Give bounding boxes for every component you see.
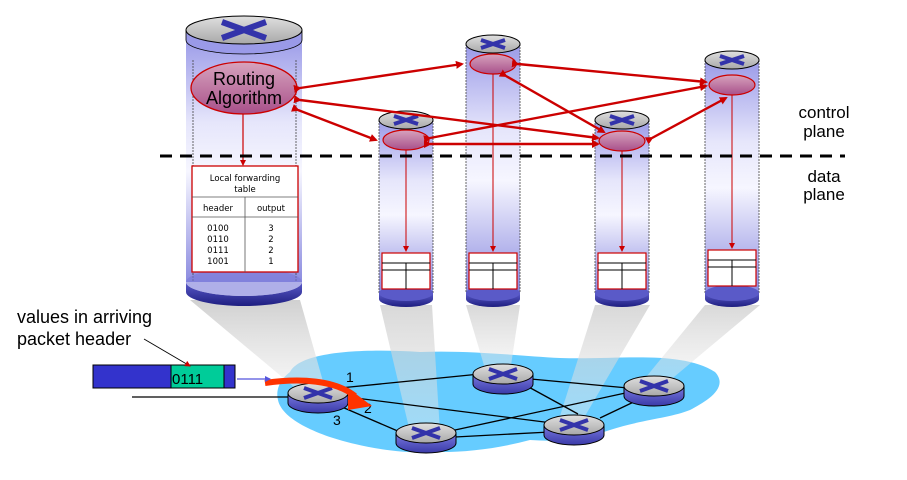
- table-row: 0110 2: [207, 235, 274, 245]
- router-icon: [543, 414, 605, 446]
- table-row: 1001 1: [207, 257, 274, 267]
- port-label-2: 2: [364, 400, 372, 416]
- router-icon: [395, 422, 457, 454]
- table-cell-header: 1001: [207, 257, 229, 267]
- table-cell-header: 0110: [207, 235, 229, 245]
- port-label-1: 1: [346, 369, 354, 385]
- controller-cylinder: [704, 50, 760, 307]
- table-header-col: header: [203, 204, 233, 214]
- header-pointer-line: [143, 338, 191, 367]
- table-title-line2: table: [234, 185, 256, 195]
- table-cell-output: 3: [268, 224, 273, 234]
- control-plane-arrows: [290, 59, 728, 148]
- flow-table: [468, 252, 518, 290]
- local-control-agent: [382, 129, 430, 151]
- table-cell-output: 2: [268, 235, 273, 245]
- arriving-header-label-line1: values in arriving: [17, 307, 152, 327]
- routing-algorithm-line2: Algorithm: [206, 88, 282, 108]
- router-icon: [472, 363, 534, 395]
- projection-beams: [190, 300, 760, 432]
- local-control-agent: [598, 130, 646, 152]
- local-forwarding-table: Local forwarding table header output 010…: [191, 165, 299, 273]
- table-title-line1: Local forwarding: [210, 174, 280, 184]
- routing-algorithm: Routing Algorithm: [190, 61, 298, 115]
- local-control-agent: [708, 74, 756, 96]
- router-x-icon: [480, 38, 506, 50]
- table-output-col: output: [257, 204, 286, 214]
- port-label-3: 3: [333, 412, 341, 428]
- router-x-icon: [719, 54, 745, 66]
- controller-cylinder: [594, 110, 650, 307]
- flow-table: [597, 252, 647, 290]
- flow-table: [381, 252, 431, 290]
- control-plane-label-line2: plane: [803, 122, 845, 141]
- arriving-header-label-line2: packet header: [17, 329, 131, 349]
- table-cell-header: 0100: [207, 224, 229, 234]
- router-x-icon: [220, 19, 268, 41]
- table-row: 0111 2: [207, 246, 274, 256]
- table-cell-output: 1: [268, 257, 273, 267]
- flow-table: [707, 249, 757, 287]
- table-cell-output: 2: [268, 246, 273, 256]
- routing-algorithm-line1: Routing: [213, 69, 275, 89]
- controller-cylinders: [378, 34, 760, 307]
- table-cell-header: 0111: [207, 246, 229, 256]
- local-control-agent: [469, 53, 517, 75]
- network-routers: [287, 363, 685, 454]
- controller-cylinder: [465, 34, 521, 307]
- control-plane-label-line1: control: [798, 103, 849, 122]
- forwarding-arrowhead-icon: [348, 388, 372, 410]
- arriving-packet: 0111: [92, 364, 271, 389]
- data-plane-label-line1: data: [807, 167, 841, 186]
- controller-cylinder: [378, 110, 434, 307]
- table-row: 0100 3: [207, 224, 274, 234]
- network-links: [132, 373, 643, 438]
- packet-header-value: 0111: [172, 371, 203, 388]
- data-plane-label-line2: plane: [803, 185, 845, 204]
- router-icon: [623, 375, 685, 407]
